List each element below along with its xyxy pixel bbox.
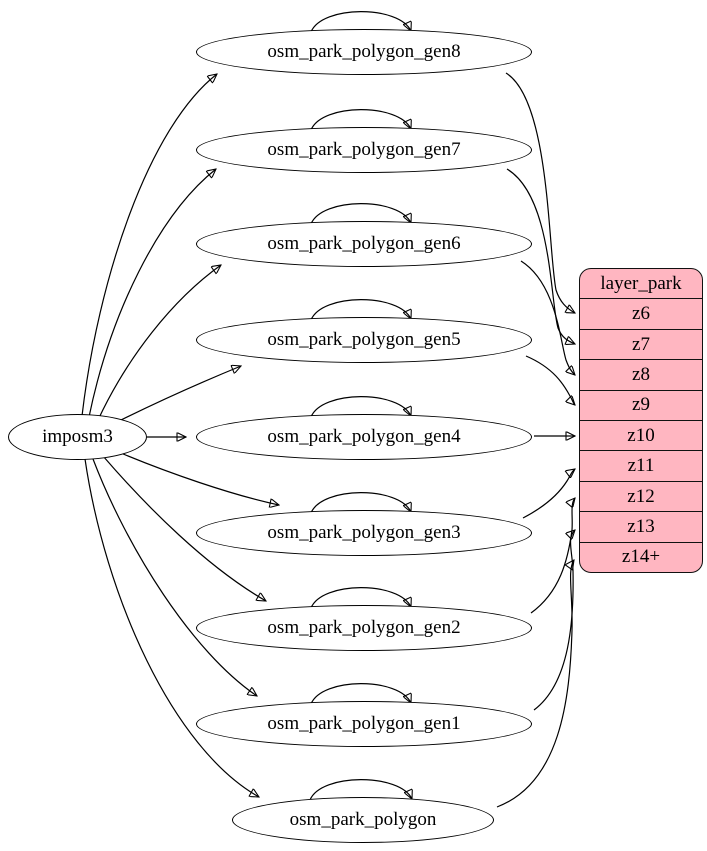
edge-imposm3-to-gen8 — [81, 74, 217, 417]
selfloop-polygon — [309, 779, 412, 801]
record-row-z11: z11 — [580, 450, 702, 480]
node-label: osm_park_polygon_gen7 — [267, 139, 461, 160]
node-label: osm_park_polygon_gen2 — [267, 617, 461, 638]
selfloop-gen8 — [310, 11, 411, 33]
selfloop-gen3 — [310, 492, 411, 514]
selfloop-gen6 — [310, 203, 411, 225]
record-row-z13: z13 — [580, 511, 702, 541]
edge-gen8-to-z6 — [505, 72, 575, 313]
edge-imposm3-to-gen1 — [92, 458, 257, 696]
edge-gen7-to-z7 — [506, 168, 575, 344]
node-osm-park-polygon-gen2: osm_park_polygon_gen2 — [196, 605, 532, 651]
edge-gen3-to-z11 — [522, 469, 575, 519]
node-osm-park-polygon: osm_park_polygon — [232, 797, 494, 843]
selfloop-gen2 — [310, 587, 411, 609]
record-row-z6: z6 — [580, 298, 702, 328]
node-label: osm_park_polygon_gen6 — [267, 233, 461, 254]
edge-gen2-to-z12 — [530, 498, 575, 614]
node-osm-park-polygon-gen3: osm_park_polygon_gen3 — [196, 510, 532, 556]
node-osm-park-polygon-gen7: osm_park_polygon_gen7 — [196, 127, 532, 173]
edge-imposm3-to-gen6 — [97, 265, 221, 421]
node-imposm3: imposm3 — [8, 414, 147, 460]
edge-polygon-to-z14plus — [496, 560, 574, 808]
node-label: osm_park_polygon_gen8 — [267, 41, 461, 62]
selfloop-gen4 — [310, 396, 411, 418]
record-row-z7: z7 — [580, 328, 702, 359]
selfloop-gen5 — [310, 299, 411, 321]
node-osm-park-polygon-gen5: osm_park_polygon_gen5 — [196, 317, 532, 363]
node-imposm3-label: imposm3 — [42, 426, 113, 447]
edge-imposm3-to-polygon — [84, 458, 259, 797]
record-row-z8: z8 — [580, 359, 702, 389]
node-label: osm_park_polygon_gen1 — [267, 713, 461, 734]
record-header: layer_park — [600, 272, 682, 294]
node-osm-park-polygon-gen8: osm_park_polygon_gen8 — [196, 29, 532, 75]
node-label: osm_park_polygon — [289, 809, 437, 830]
edge-imposm3-to-gen7 — [88, 169, 216, 418]
node-osm-park-polygon-gen1: osm_park_polygon_gen1 — [196, 701, 532, 747]
node-osm-park-polygon-gen6: osm_park_polygon_gen6 — [196, 221, 532, 267]
node-label: osm_park_polygon_gen4 — [267, 426, 461, 447]
node-label: osm_park_polygon_gen3 — [267, 522, 461, 543]
edge-gen5-to-z9 — [525, 355, 575, 405]
edge-gen6-to-z8 — [520, 260, 575, 375]
record-row-z9: z9 — [580, 389, 702, 420]
edge-imposm3-to-gen3 — [115, 450, 279, 505]
record-row-z14plus: z14+ — [580, 541, 702, 572]
node-osm-park-polygon-gen4: osm_park_polygon_gen4 — [196, 414, 532, 460]
record-row-z12: z12 — [580, 480, 702, 511]
edge-imposm3-to-gen2 — [102, 455, 266, 601]
edge-imposm3-to-gen5 — [112, 366, 241, 425]
node-label: osm_park_polygon_gen5 — [267, 329, 461, 350]
node-layer-park: layer_park z6 z7 z8 z9 z10 z11 z12 z13 z… — [579, 268, 703, 573]
selfloop-gen7 — [310, 109, 411, 131]
selfloop-gen1 — [310, 683, 411, 705]
record-row-z10: z10 — [580, 420, 702, 450]
edge-gen1-to-z13 — [533, 530, 575, 711]
